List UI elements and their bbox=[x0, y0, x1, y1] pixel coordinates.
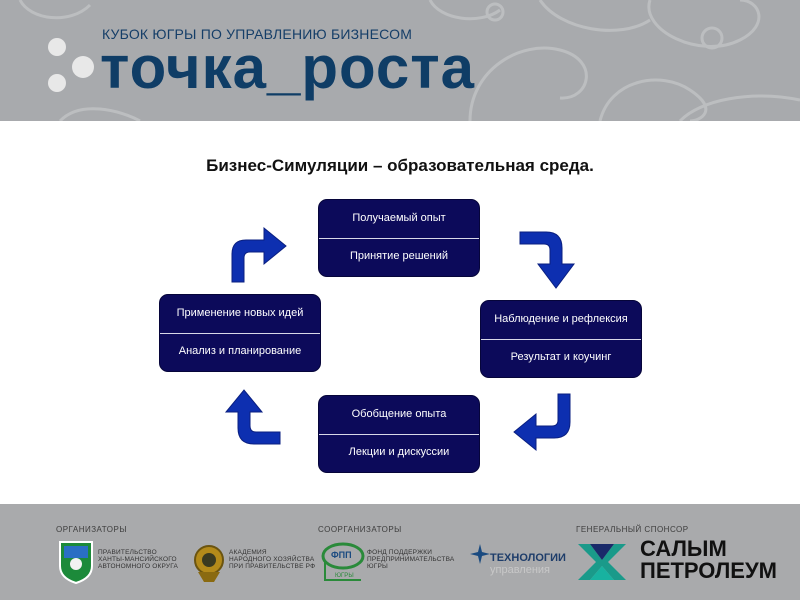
cycle-box-left-line2: Анализ и планирование bbox=[178, 345, 302, 357]
cycle-box-bottom: Обобщение опыта Лекции и дискуссии bbox=[318, 395, 480, 473]
academy-line2: НАРОДНОГО ХОЗЯЙСТВА bbox=[229, 556, 315, 563]
cycle-box-right: Наблюдение и рефлексия Результат и коучи… bbox=[480, 300, 642, 378]
fund-line2: ПРЕДПРИНИМАТЕЛЬСТВА bbox=[367, 556, 455, 563]
tech-line2: управления bbox=[490, 564, 550, 576]
cycle-box-divider bbox=[319, 434, 479, 435]
gov-line2: ХАНТЫ-МАНСИЙСКОГО bbox=[98, 556, 177, 563]
decorative-swirl-pattern bbox=[18, 0, 800, 121]
gov-line1: ПРАВИТЕЛЬСТВО bbox=[98, 549, 157, 556]
coorganizers-title: СООРГАНИЗАТОРЫ bbox=[318, 525, 402, 534]
cycle-box-left-line1: Применение новых идей bbox=[176, 307, 304, 319]
brand-wordmark: точка_роста bbox=[100, 34, 475, 101]
cycle-box-right-line2: Результат и коучинг bbox=[510, 351, 612, 363]
fund-logo-text: ФПП bbox=[331, 550, 352, 560]
logo-dot-icon bbox=[72, 56, 94, 78]
fund-logo: ФПП ЮГРЫ bbox=[321, 540, 365, 584]
curved-arrow-up-left-icon bbox=[224, 389, 281, 445]
fund-line1: ФОНД ПОДДЕРЖКИ bbox=[367, 549, 433, 556]
cycle-box-divider bbox=[160, 333, 320, 334]
cycle-box-bottom-line2: Лекции и дискуссии bbox=[348, 446, 450, 458]
page-title: Бизнес-Симуляции – образовательная среда… bbox=[206, 156, 594, 175]
tech-line1: ТЕХНОЛОГИИ bbox=[490, 552, 566, 564]
academy-emblem-icon bbox=[194, 545, 224, 582]
academy-line3: ПРИ ПРАВИТЕЛЬСТВЕ РФ bbox=[229, 563, 316, 570]
cycle-box-top-line2: Принятие решений bbox=[349, 250, 449, 262]
header-band: КУБОК ЮГРЫ ПО УПРАВЛЕНИЮ БИЗНЕСОМ точка_… bbox=[0, 0, 800, 121]
cup-title: КУБОК ЮГРЫ ПО УПРАВЛЕНИЮ БИЗНЕСОМ bbox=[102, 26, 413, 42]
cycle-box-right-line1: Наблюдение и рефлексия bbox=[494, 313, 628, 325]
fund-logo-subtext: ЮГРЫ bbox=[335, 573, 354, 579]
curved-arrow-up-right-icon bbox=[231, 226, 287, 283]
fund-line3: ЮГРЫ bbox=[367, 563, 388, 570]
cycle-box-left: Применение новых идей Анализ и планирова… bbox=[159, 294, 321, 372]
logo-dot-icon bbox=[48, 38, 66, 56]
government-emblem-icon bbox=[59, 541, 93, 584]
salym-line1: САЛЫМ bbox=[640, 536, 727, 561]
organizers-title: ОРГАНИЗАТОРЫ bbox=[56, 525, 127, 534]
gov-line3: АВТОНОМНОГО ОКРУГА bbox=[98, 563, 179, 570]
salym-line2: ПЕТРОЛЕУМ bbox=[640, 558, 777, 583]
cycle-box-top: Получаемый опыт Принятие решений bbox=[318, 199, 480, 277]
salym-logo-icon bbox=[578, 544, 626, 580]
footer-band: ОРГАНИЗАТОРЫ СООРГАНИЗАТОРЫ ГЕНЕРАЛЬНЫЙ … bbox=[0, 504, 800, 600]
cycle-box-top-line1: Получаемый опыт bbox=[352, 212, 446, 224]
cycle-box-divider bbox=[481, 339, 641, 340]
fund-logo-ring-icon bbox=[321, 542, 365, 581]
curved-arrow-down-right-icon bbox=[519, 231, 575, 289]
curved-arrow-down-left-icon bbox=[513, 393, 571, 452]
logo-dot-icon bbox=[48, 74, 66, 92]
academy-line1: АКАДЕМИЯ bbox=[229, 549, 267, 556]
sponsor-title: ГЕНЕРАЛЬНЫЙ СПОНСОР bbox=[576, 525, 689, 534]
cycle-box-bottom-line1: Обобщение опыта bbox=[351, 408, 447, 420]
technology-star-icon bbox=[470, 544, 490, 564]
cycle-box-divider bbox=[319, 238, 479, 239]
